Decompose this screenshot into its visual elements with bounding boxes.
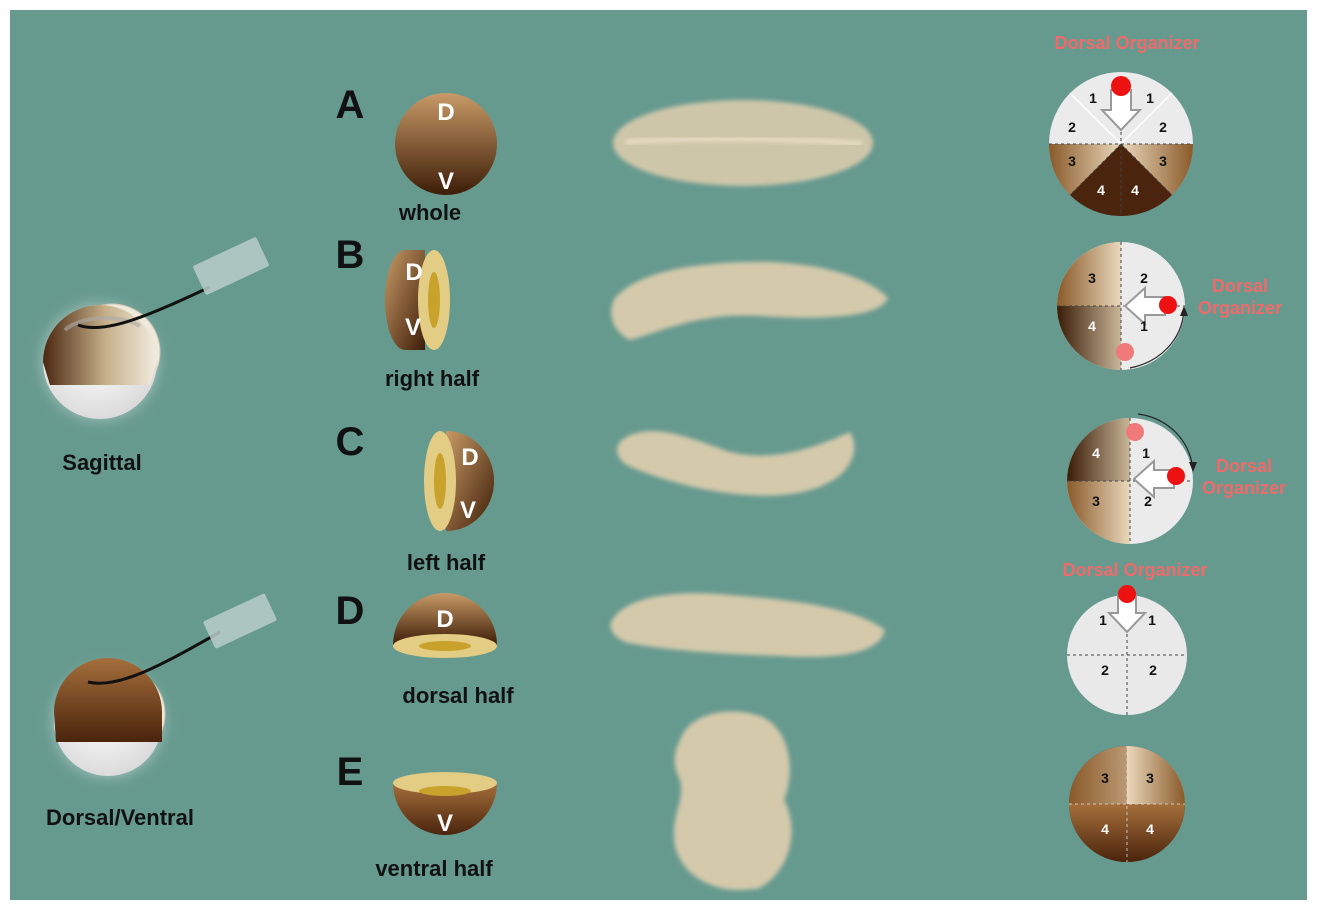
caption-whole: whole: [398, 200, 461, 225]
result-photo-ventral-half: [674, 711, 792, 890]
sector-label: 2: [1159, 119, 1167, 135]
ventral-mark: V: [460, 497, 476, 524]
quadrant-label: 4: [1101, 821, 1109, 837]
ventral-mark: V: [405, 314, 421, 341]
ventral-mark: V: [438, 168, 454, 195]
quadrant-label: 2: [1140, 270, 1148, 286]
sagittal-illustration: [35, 237, 269, 427]
organizer-label-b-line1: Dorsal: [1212, 276, 1268, 296]
fate-map-dorsal-half: 1 1 2 2: [1067, 585, 1187, 715]
caption-left-half: left half: [407, 550, 486, 575]
quadrant-label: 2: [1101, 662, 1109, 678]
quadrant-label: 2: [1149, 662, 1157, 678]
dorsal-mark: D: [461, 444, 478, 471]
fate-map-left-half: 4 1 3 2: [1067, 414, 1197, 544]
result-photo-right-half: [611, 262, 888, 340]
quadrant-label: 1: [1099, 612, 1107, 628]
fate-map-whole: 1 1 2 2 3 3 4 4: [1049, 72, 1193, 216]
quadrant-label: 4: [1146, 821, 1154, 837]
quadrant-label: 4: [1088, 318, 1096, 334]
sector-label: 2: [1068, 119, 1076, 135]
dorsal-mark: D: [436, 606, 453, 633]
sector-label: 1: [1146, 90, 1154, 106]
quadrant-label: 3: [1146, 770, 1154, 786]
quadrant-label: 3: [1088, 270, 1096, 286]
caption-right-half: right half: [385, 366, 480, 391]
sector-label: 4: [1097, 182, 1105, 198]
organizer-label-c-line2: Organizer: [1202, 478, 1286, 498]
organizer-label-a: Dorsal Organizer: [1054, 33, 1199, 53]
organizer-label-d: Dorsal Organizer: [1062, 560, 1207, 580]
embryo-dorsal-half: D: [393, 593, 497, 658]
result-photo-whole: [613, 100, 873, 186]
embryo-ventral-half: V: [393, 772, 497, 837]
embryo-right-half: D V: [385, 250, 450, 350]
embryo-whole: D V: [395, 93, 497, 195]
sector-label: 1: [1089, 90, 1097, 106]
row-letter-a: A: [336, 83, 365, 127]
result-photo-dorsal-half: [611, 593, 885, 657]
sector-label: 4: [1131, 182, 1139, 198]
quadrant-label: 3: [1101, 770, 1109, 786]
sector-label: 3: [1068, 153, 1076, 169]
dorsal-mark: D: [437, 99, 454, 126]
dorsal-ventral-illustration: [46, 593, 277, 784]
caption-ventral-half: ventral half: [375, 856, 493, 881]
embryo-left-half: D V: [424, 431, 494, 531]
quadrant-label: 1: [1140, 318, 1148, 334]
organizer-label-c-line1: Dorsal: [1216, 456, 1272, 476]
quadrant-label: 1: [1142, 445, 1150, 461]
fate-map-right-half: 3 2 4 1: [1057, 242, 1188, 370]
row-letter-d: D: [336, 589, 365, 633]
row-letter-c: C: [336, 420, 365, 464]
ventral-mark: V: [437, 810, 453, 837]
caption-dorsal-half: dorsal half: [402, 683, 514, 708]
organizer-label-b-line2: Organizer: [1198, 298, 1282, 318]
sector-label: 3: [1159, 153, 1167, 169]
dorsal-ventral-label: Dorsal/Ventral: [46, 805, 194, 830]
dorsal-mark: D: [405, 259, 422, 286]
quadrant-label: 2: [1144, 493, 1152, 509]
quadrant-label: 3: [1092, 493, 1100, 509]
fate-map-ventral-half: 3 3 4 4: [1069, 746, 1185, 862]
row-letter-e: E: [337, 750, 364, 794]
sagittal-label: Sagittal: [62, 450, 141, 475]
result-photo-left-half: [617, 431, 854, 496]
quadrant-label: 4: [1092, 445, 1100, 461]
quadrant-label: 1: [1148, 612, 1156, 628]
row-letter-b: B: [336, 233, 365, 277]
